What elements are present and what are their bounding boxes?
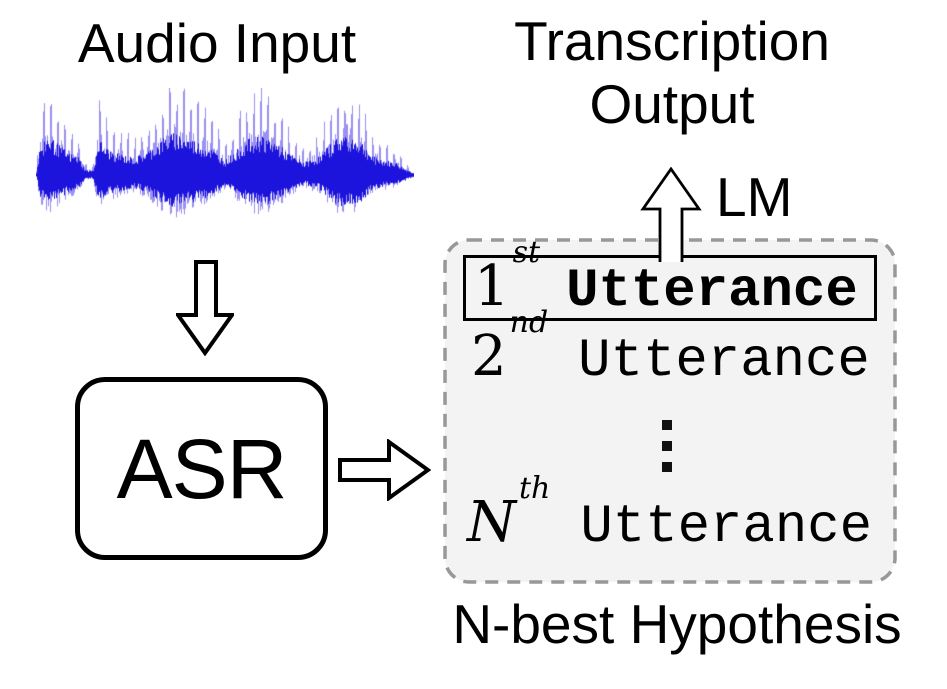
ellipsis-dot (662, 420, 672, 430)
nbest-hypothesis-caption: N-best Hypothesis (452, 593, 902, 655)
hypothesis-ordinal: N (467, 489, 516, 555)
down-arrow-icon (176, 260, 234, 356)
hypothesis-word: Utterance (566, 260, 858, 322)
audio-input-label: Audio Input (77, 12, 357, 74)
hypothesis-word: Utterance (580, 496, 873, 558)
hypothesis-ordinal-suffix: th (519, 470, 551, 506)
transcription-line2: Output (589, 73, 755, 136)
asr-label: ASR (116, 421, 288, 516)
hypothesis-text: NthUtterance (467, 473, 873, 558)
vertical-ellipsis-icon (662, 420, 672, 472)
hypothesis-word: Utterance (578, 330, 870, 392)
ellipsis-dot (662, 462, 672, 472)
hypothesis-ordinal: 1 (474, 253, 510, 319)
hypothesis-ordinal: 2 (471, 323, 507, 389)
hypothesis-text: 1stUtterance (474, 237, 858, 322)
asr-box: ASR (75, 377, 328, 560)
up-arrow-icon (640, 167, 702, 262)
audio-waveform-image (36, 88, 414, 224)
ellipsis-dot (662, 441, 672, 451)
lm-label: LM (716, 166, 793, 228)
transcription-output-label: Transcription Output (472, 10, 872, 137)
second-hypothesis-row: 2ndUtterance (463, 307, 870, 392)
hypothesis-text: 2ndUtterance (471, 307, 870, 392)
hypothesis-ordinal-suffix: st (512, 234, 541, 270)
hypothesis-ordinal-suffix: nd (509, 304, 549, 340)
nth-hypothesis-row: NthUtterance (459, 473, 873, 558)
transcription-line1: Transcription (514, 10, 830, 72)
right-arrow-icon (338, 439, 431, 501)
